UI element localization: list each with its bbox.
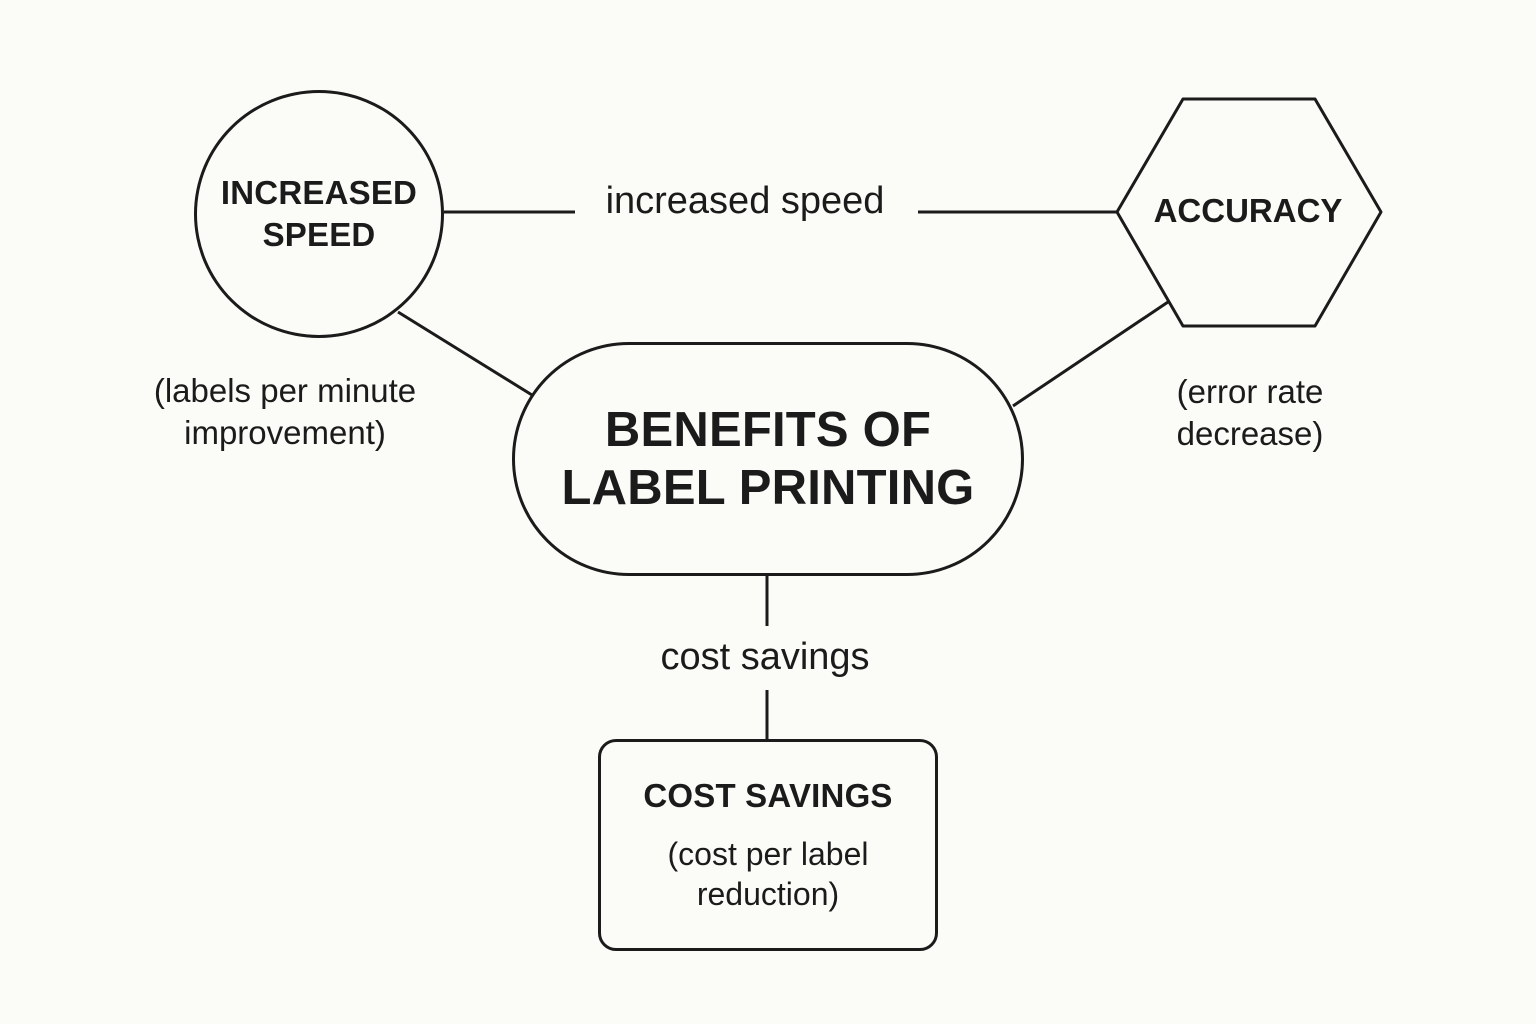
cost-savings-subtitle: (cost per label reduction) [667,836,869,912]
accuracy-annotation: (error rate decrease) [1176,373,1324,452]
cost-savings-title: COST SAVINGS [643,777,893,814]
connector-speed-to-center [397,310,533,397]
increased-speed-title: INCREASED SPEED [220,174,418,253]
center-benefits-node: BENEFITS OF LABEL PRINTING [512,342,1024,576]
accuracy-title: ACCURACY [1153,192,1343,229]
cost-savings-node: COST SAVINGS (cost per label reduction) [598,739,938,951]
increased-speed-annotation: (labels per minute improvement) [153,372,417,451]
edge-label-cost-savings: cost savings [620,634,910,680]
edge-label-increased-speed: increased speed [580,178,910,224]
accuracy-hexagon-shape [1115,97,1383,328]
center-title: BENEFITS OF LABEL PRINTING [561,403,975,515]
increased-speed-node: INCREASED SPEED [194,90,444,338]
connector-accuracy-to-center [1012,300,1169,408]
